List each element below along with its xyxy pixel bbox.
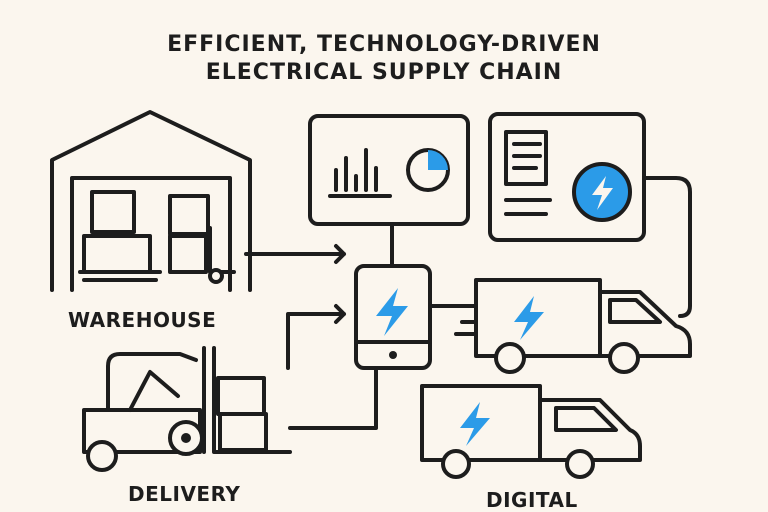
title-line-2: ELECTRICAL SUPPLY CHAIN <box>205 60 563 85</box>
title-line-1: EFFICIENT, TECHNOLOGY-DRIVEN <box>167 32 601 57</box>
warehouse-icon <box>50 110 252 292</box>
forklift-icon <box>82 346 292 472</box>
analytics-dashboard-icon <box>308 114 470 226</box>
digital-label: DIGITAL <box>486 488 578 512</box>
delivery-label: DELIVERY <box>128 482 241 506</box>
connector-lines <box>244 176 692 430</box>
document-dashboard-icon <box>488 112 646 242</box>
delivery-truck-icon <box>474 278 692 374</box>
warehouse-label: WAREHOUSE <box>68 308 217 332</box>
tablet-icon <box>354 264 432 370</box>
digital-truck-icon <box>420 384 642 479</box>
